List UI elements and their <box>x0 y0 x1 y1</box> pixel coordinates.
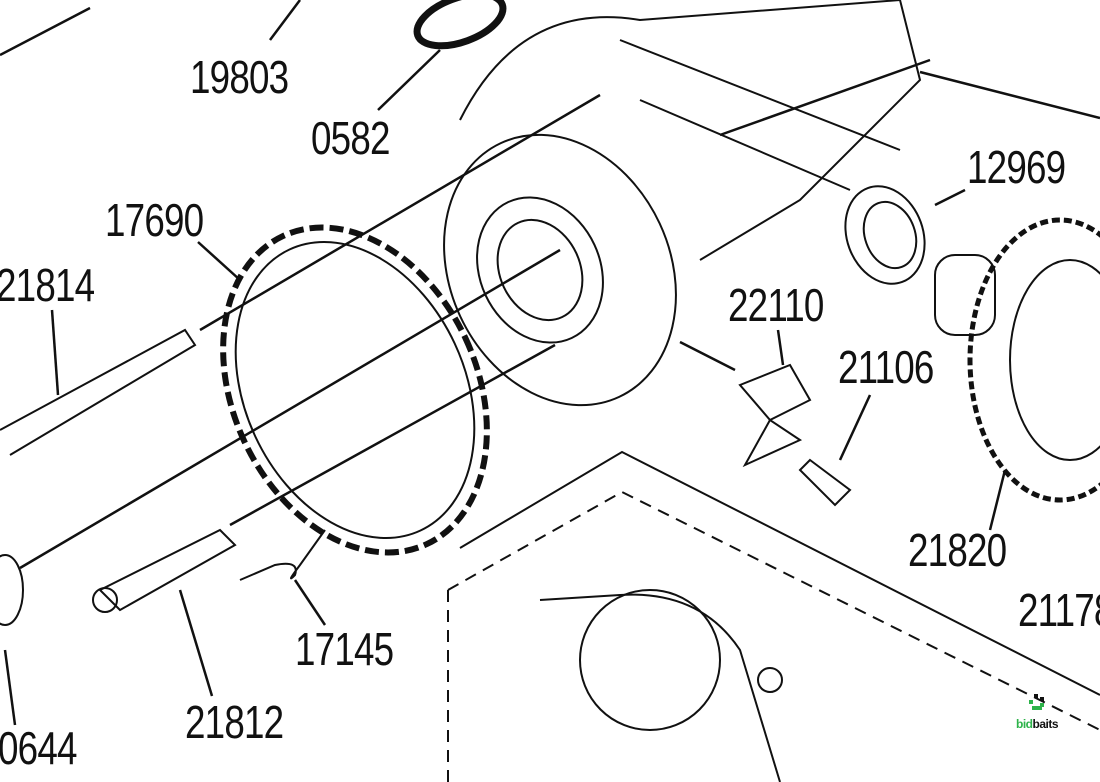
brand-baits: baits <box>1032 717 1058 731</box>
pin-21812 <box>92 528 237 613</box>
part-label-21820: 21820 <box>908 524 1007 576</box>
bidbaits-logo-icon <box>1029 694 1044 710</box>
part-label-22110: 22110 <box>728 279 824 331</box>
part-label-21814: 21814 <box>0 259 95 311</box>
bearing-12969 <box>844 185 926 285</box>
axle-21814 <box>0 328 197 626</box>
part-label-19803: 19803 <box>190 51 289 103</box>
part-label-17145: 17145 <box>295 623 394 675</box>
cam-22110 <box>738 363 812 468</box>
part-label-12969: 12969 <box>967 141 1066 193</box>
differential-housing <box>443 0 922 407</box>
part-label-21178: 21178 <box>1018 584 1100 636</box>
part-label-0644: 0644 <box>0 722 77 774</box>
o-ring-0582 <box>413 0 507 50</box>
bidbaits-watermark: bidbaits <box>1012 694 1062 731</box>
spring-17145 <box>239 529 326 581</box>
part-label-17690: 17690 <box>105 194 204 246</box>
part-label-0582: 0582 <box>311 112 390 164</box>
brand-bid: bid <box>1015 717 1033 731</box>
spur-gear-21820 <box>934 217 1100 503</box>
part-label-21106: 21106 <box>838 341 934 393</box>
part-label-21812: 21812 <box>185 696 284 748</box>
inset-frame <box>447 450 1100 782</box>
ring-gear-17690 <box>220 224 490 556</box>
screw-21106 <box>798 458 852 507</box>
